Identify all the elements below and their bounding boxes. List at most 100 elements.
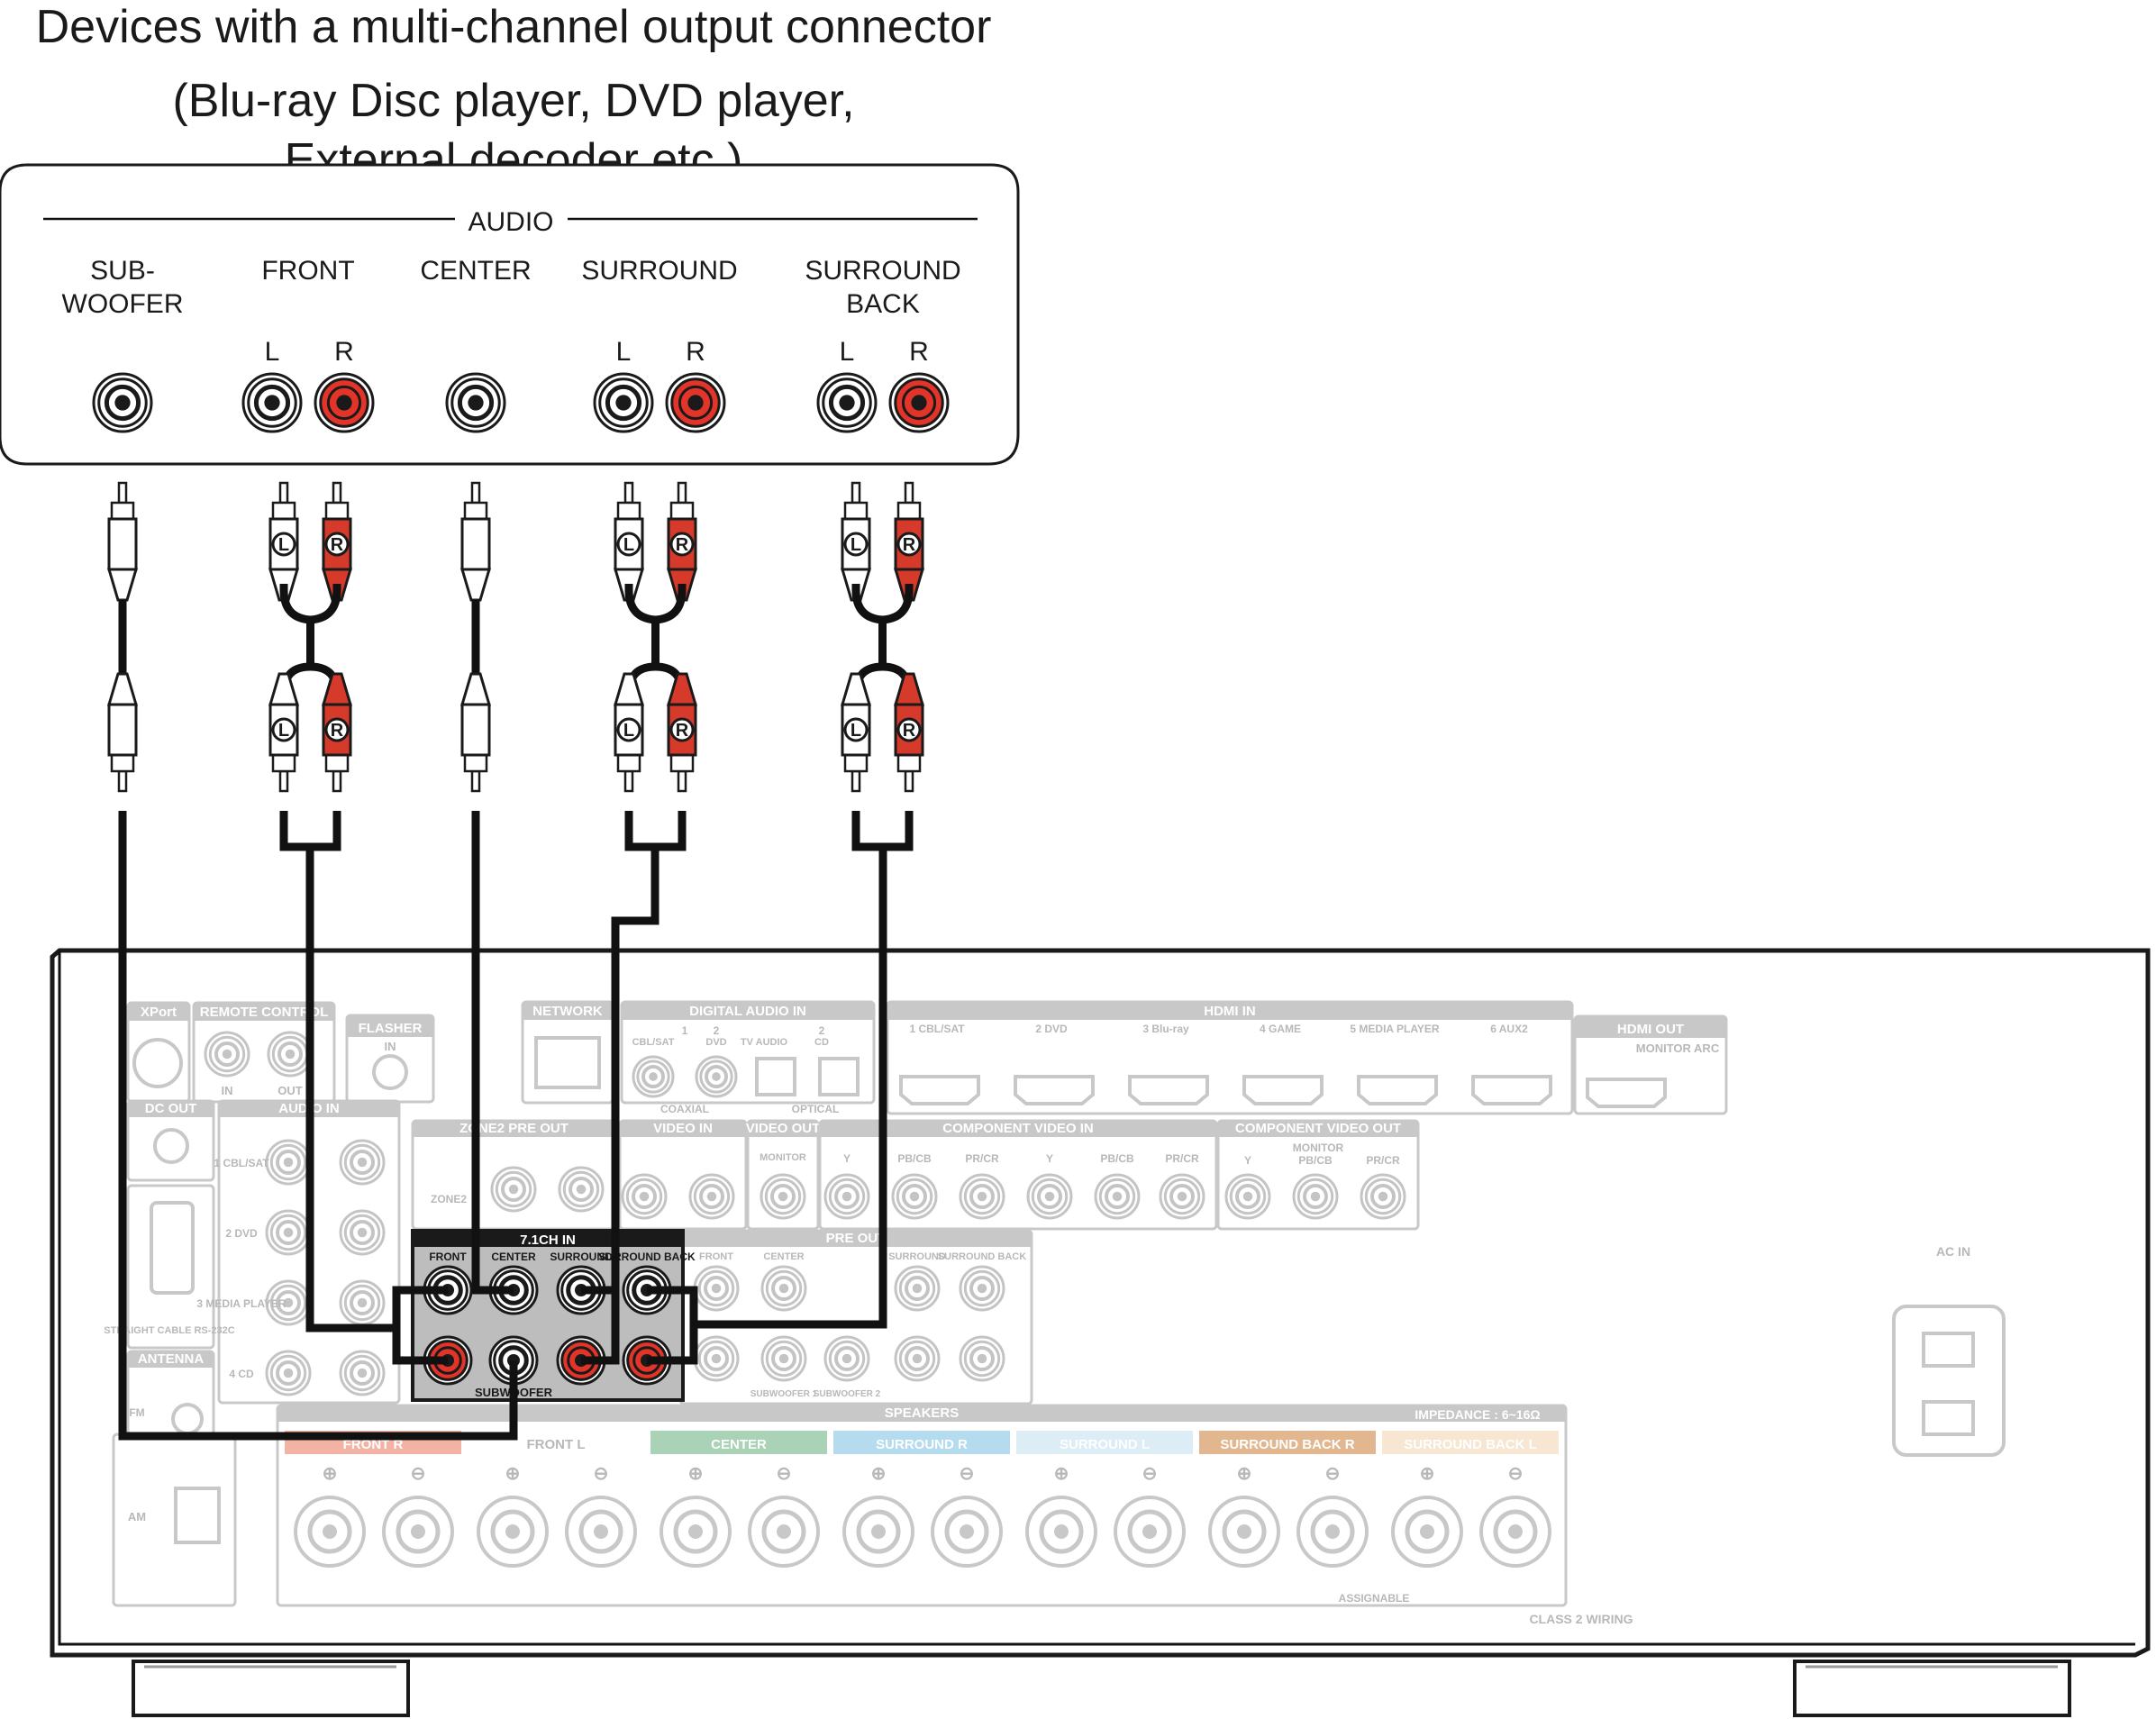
plug-mark-r: R — [676, 535, 689, 555]
assignable-label: ASSIGNABLE — [1339, 1592, 1410, 1605]
rca-plug — [459, 672, 492, 793]
jack-center-out — [445, 372, 506, 433]
coax-2-label: 2 — [714, 1024, 720, 1037]
pre-out-header — [680, 1231, 1032, 1247]
7ch-in-title: 7.1CH IN — [520, 1232, 576, 1248]
xport-connector — [132, 1038, 183, 1088]
remote-in-label: IN — [222, 1084, 233, 1097]
jack-7ch-subwoofer — [488, 1335, 539, 1386]
jack-component-in — [1026, 1173, 1073, 1220]
speaker-group-label: SURROUND R — [876, 1437, 968, 1452]
run-surround-r — [581, 1290, 620, 1365]
run-surround-l — [581, 847, 660, 1295]
speaker-group-header — [1199, 1431, 1376, 1454]
ethernet-port — [534, 1036, 601, 1089]
run-front-r — [392, 1290, 448, 1365]
jack-pre-out-top — [894, 1265, 941, 1312]
jack-7ch-front-l — [423, 1265, 473, 1315]
speaker-terminal-polarity: ⊕ — [505, 1464, 521, 1484]
rca-plug — [459, 481, 492, 602]
optical-1-name: TV AUDIO — [741, 1037, 788, 1048]
jack-pre-out-bottom — [760, 1335, 807, 1382]
jack-surround-r-out — [665, 372, 726, 433]
plug-mark-l: L — [851, 535, 861, 555]
impedance-label: IMPEDANCE : 6~16Ω — [1415, 1407, 1540, 1422]
title-line-2: (Blu-ray Disc player, DVD player, — [172, 75, 855, 127]
optical-label: OPTICAL — [792, 1103, 840, 1115]
7ch-in-channel-label: SURROUND BACK — [598, 1251, 696, 1263]
monitor-arc-label: MONITOR ARC — [1636, 1041, 1720, 1055]
optical-2-name: CD — [814, 1037, 829, 1048]
speaker-terminal-polarity: ⊖ — [411, 1464, 426, 1484]
plug-mark-r: R — [903, 535, 916, 555]
rca-plug-l: L — [613, 481, 645, 602]
plug-mark-r: R — [331, 721, 344, 741]
rs232-panel — [126, 1184, 215, 1350]
output-label-surround: SURROUND — [581, 256, 737, 286]
hdmi-input-label: 4 GAME — [1260, 1023, 1301, 1035]
output-label-surround-back: SURROUND — [805, 256, 960, 286]
speaker-terminal-polarity: ⊖ — [1142, 1464, 1158, 1484]
cable-runs — [118, 811, 914, 1441]
fm-label: FM — [129, 1406, 144, 1419]
rca-plug-l: L — [613, 672, 645, 793]
channel-label-r: R — [909, 337, 929, 367]
flasher-in-label: IN — [385, 1040, 396, 1053]
remote-out-label: OUT — [277, 1084, 303, 1097]
pre-out-channel-label: SURROUND BACK — [938, 1251, 1026, 1262]
speaker-terminal-polarity: ⊕ — [1420, 1464, 1435, 1484]
ac-inlet-pin — [1922, 1332, 1975, 1368]
am-terminal — [174, 1487, 221, 1544]
speaker-group-header — [1382, 1431, 1559, 1454]
speaker-group-label: SURROUND BACK L — [1404, 1437, 1537, 1452]
speakers-title: SPEAKERS — [885, 1405, 960, 1421]
jack-component-in — [1094, 1173, 1141, 1220]
digital-audio-header — [622, 1002, 874, 1020]
rca-plug-r: R — [893, 481, 925, 602]
rs232-port — [150, 1201, 195, 1295]
digital-audio-title: DIGITAL AUDIO IN — [689, 1004, 806, 1019]
audio-in-source-label: 1 CBL/SAT — [214, 1157, 269, 1169]
jack-pre-out-top — [760, 1265, 807, 1312]
output-label-subwoofer: SUB- — [90, 256, 155, 286]
jack-audio-in-r — [339, 1139, 386, 1186]
rca-plug-l: L — [268, 481, 300, 602]
jack-coax-1 — [632, 1055, 675, 1098]
hdmi-input-label: 5 MEDIA PLAYER — [1350, 1023, 1439, 1035]
pre-out-channel-label: CENTER — [763, 1251, 804, 1262]
hdmi-in-title: HDMI IN — [1204, 1004, 1256, 1019]
coax-1-name: CBL/SAT — [632, 1037, 675, 1048]
hdmi-input-label: 3 Blu-ray — [1142, 1023, 1189, 1035]
speaker-group-label: SURROUND BACK R — [1220, 1437, 1354, 1452]
pre-subwoofer-2-label: SUBWOOFER 2 — [814, 1389, 881, 1399]
jack-pre-out-bottom — [959, 1335, 1005, 1382]
jack-component-in — [959, 1173, 1005, 1220]
component-out-channel-label: Y — [1244, 1154, 1251, 1167]
plug-mark-l: L — [278, 721, 289, 741]
ac-in-label: AC IN — [1936, 1244, 1970, 1259]
jack-video-in-1 — [621, 1173, 668, 1220]
ac-inlet-pin — [1922, 1400, 1975, 1436]
speaker-terminal-polarity: ⊕ — [323, 1464, 338, 1484]
rca-plug-r: R — [666, 481, 698, 602]
jack-zone2-l — [490, 1166, 537, 1213]
jack-pre-out-top — [693, 1265, 740, 1312]
rca-plug-l: L — [840, 672, 872, 793]
jack-subwoofer-out — [92, 372, 153, 433]
component-in-header — [820, 1121, 1216, 1137]
audio-in-source-label: 4 CD — [229, 1368, 254, 1380]
xport-title: XPort — [141, 1005, 177, 1020]
jack-audio-in-r — [339, 1350, 386, 1396]
ac-inlet — [1892, 1305, 2006, 1457]
jack-pre-out-top — [959, 1265, 1005, 1312]
jack-surround-l-out — [593, 372, 654, 433]
hdmi-input-label: 6 AUX2 — [1490, 1023, 1528, 1035]
run-subwoofer — [118, 811, 518, 1441]
dc-out-header — [128, 1101, 214, 1117]
hdmi-in-port — [1014, 1075, 1095, 1105]
audio-section-label: AUDIO — [468, 207, 553, 237]
